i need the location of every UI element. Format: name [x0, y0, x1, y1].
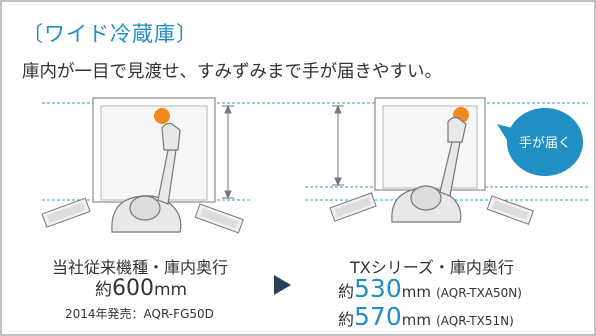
- feature-subtitle: 庫内が一目で見渡せ、すみずみまで手が届きやすい。: [22, 62, 442, 82]
- right-model-2: (AQR-TX51N): [436, 314, 514, 328]
- right-door-left: [329, 192, 377, 222]
- right-depth-prefix-1: 約: [338, 282, 355, 301]
- left-depth-arrow: [222, 104, 234, 200]
- right-depth-prefix-2: 約: [338, 310, 355, 329]
- right-depth-value-2: 570: [354, 302, 402, 331]
- left-depth-unit: mm: [154, 280, 188, 300]
- left-door-left: [41, 197, 91, 228]
- right-door-right: [486, 195, 534, 225]
- comparison-arrow-icon: [274, 275, 291, 295]
- right-caption-title: TXシリーズ・庫内奥行: [350, 258, 514, 277]
- bubble-text: 手が届く: [519, 136, 571, 151]
- right-depth-row-1: 約530mm (AQR-TXA50N): [338, 274, 522, 303]
- left-caption-footnote: 2014年発売：AQR-FG50D: [65, 307, 214, 321]
- left-door-right: [194, 203, 244, 234]
- right-model-1: (AQR-TXA50N): [436, 286, 522, 300]
- right-depth-arrow: [332, 104, 344, 187]
- right-depth-value-1: 530: [354, 274, 402, 303]
- right-person: [391, 116, 467, 223]
- left-depth-prefix: 約: [95, 280, 112, 300]
- right-fridge: [374, 97, 486, 191]
- right-depth-row-2: 約570mm (AQR-TX51N): [338, 302, 514, 331]
- right-depth-unit-1: mm: [401, 283, 431, 301]
- left-fruit: [154, 108, 170, 124]
- reach-bubble: [497, 108, 583, 176]
- left-person: [111, 122, 182, 233]
- left-caption-depth: 約600mm: [95, 275, 187, 301]
- right-depth-unit-2: mm: [401, 311, 431, 329]
- left-fridge: [92, 97, 216, 203]
- left-depth-value: 600: [112, 276, 154, 301]
- feature-title: 〔ワイド冷蔵庫〕: [22, 22, 198, 46]
- left-caption-title: 当社従来機種・庫内奥行: [52, 258, 229, 277]
